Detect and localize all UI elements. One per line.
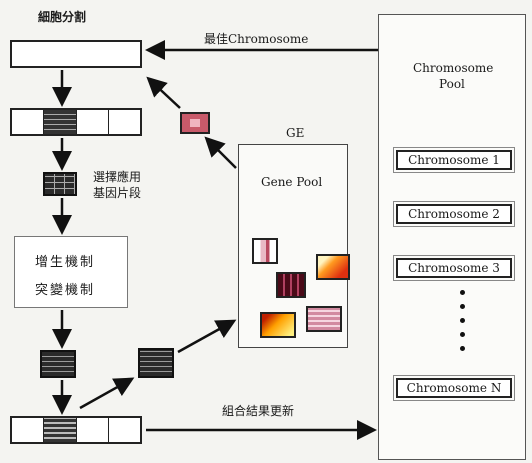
- strip-cell: [77, 110, 109, 134]
- strip-cell-updated: [44, 418, 77, 442]
- strip-cell: [12, 110, 45, 134]
- strip-cell: [12, 418, 45, 442]
- gene-block-orange: [316, 254, 350, 280]
- cell-division-title: 細胞分割: [38, 10, 87, 24]
- chromosome-item-n: Chromosome N: [393, 375, 515, 401]
- mutated-gene-block: [40, 350, 76, 378]
- select-gene-label-line2: 基因片段: [93, 186, 142, 200]
- bottom-arrow-label: 組合結果更新: [222, 404, 295, 418]
- chromosome-pool-title-line2: Pool: [439, 77, 465, 91]
- mechanism-line1: 增生機制: [35, 255, 96, 270]
- arrow-gene-to-strip: [146, 76, 181, 109]
- strip-cell-selected: [44, 110, 77, 134]
- top-arrow-label: 最佳Chromosome: [204, 32, 309, 46]
- gene-block-pink: [252, 238, 278, 264]
- gene-block-yellow: [260, 312, 296, 338]
- chromosome-item-1: Chromosome 1: [393, 147, 515, 173]
- chromosome-strip-result: [10, 416, 142, 444]
- chromosome-strip-top: [10, 40, 142, 68]
- arrow-block-to-pool: [177, 319, 237, 354]
- ge-label: GE: [286, 126, 305, 140]
- gene-block-rose: [306, 306, 342, 332]
- selected-gene-block: [43, 172, 77, 196]
- ellipsis-dots: [460, 290, 466, 360]
- mechanism-line2: 突變機制: [35, 283, 96, 298]
- mutated-gene-copy-block: [138, 348, 174, 378]
- chromosome-strip-segmented: [10, 108, 142, 136]
- arrow-strip-to-block: [79, 377, 135, 410]
- chromosome-item-3: Chromosome 3: [393, 255, 515, 281]
- gene-block-dark-red: [276, 272, 306, 298]
- gene-pool-title: Gene Pool: [261, 175, 323, 189]
- strip-cell: [77, 418, 109, 442]
- mechanism-box: 增生機制 突變機制: [14, 236, 128, 308]
- chromosome-pool-title-line1: Chromosome: [413, 61, 494, 75]
- select-gene-label-line1: 選擇應用: [93, 170, 142, 184]
- arrow-pool-to-gene: [204, 136, 237, 169]
- chromosome-item-2: Chromosome 2: [393, 201, 515, 227]
- best-gene-block: [180, 112, 210, 134]
